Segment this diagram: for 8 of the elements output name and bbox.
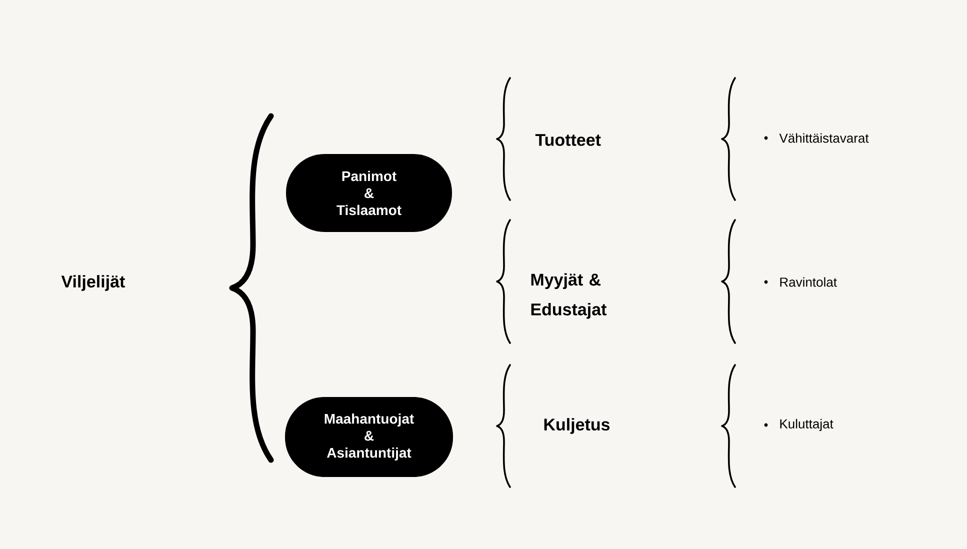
label-text: Kuljetus (544, 418, 610, 434)
item-text: Vähittäistavarat (779, 133, 869, 143)
rounded-box: Maahantuojat & Asiantuntijat (285, 397, 453, 477)
item-text: Kuluttajat (780, 418, 834, 432)
label-text: Tuotteet (535, 134, 601, 146)
item-text: Ravintolat (780, 277, 837, 287)
label-text: Myyjät & Edustajat (531, 273, 607, 319)
label-text: Viljelijät (61, 275, 125, 291)
